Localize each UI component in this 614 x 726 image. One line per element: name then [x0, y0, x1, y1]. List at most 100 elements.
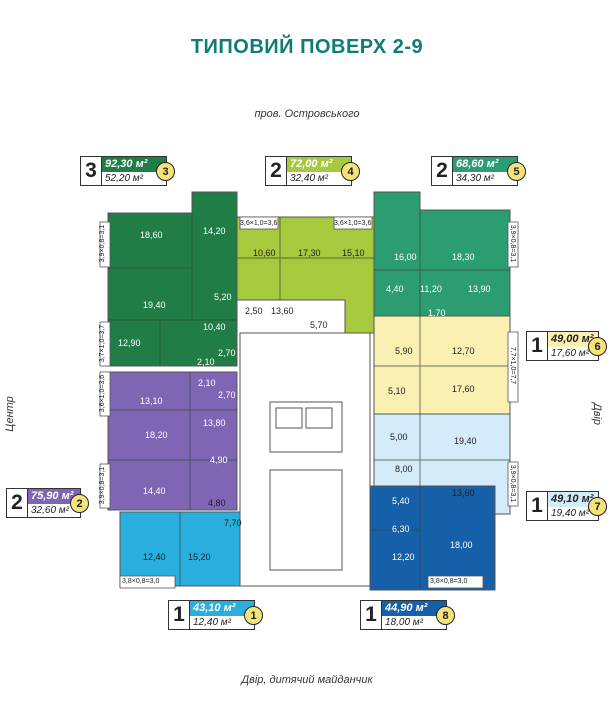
- room-area: 19,40: [454, 436, 477, 446]
- room-area: 2,70: [218, 390, 236, 400]
- room-area: 15,20: [188, 552, 211, 562]
- apartment-number: 8: [436, 606, 455, 625]
- room-count: 1: [360, 600, 382, 630]
- apartment-badge-2[interactable]: 2 75,90 м² 32,60 м² 2: [6, 488, 89, 518]
- balcony-label: 3,6×1,0=3,6: [99, 374, 107, 413]
- apartment-badge-4[interactable]: 2 72,00 м² 32,40 м² 4: [265, 156, 360, 186]
- room-area: 18,20: [145, 430, 168, 440]
- balcony-label: 3,9×0,8=3,1: [99, 224, 107, 263]
- living-area: 17,60 м²: [551, 348, 589, 359]
- room-area: 10,40: [203, 322, 226, 332]
- room-area: 13,10: [140, 396, 163, 406]
- room-count: 3: [80, 156, 102, 186]
- page-title: ТИПОВИЙ ПОВЕРХ 2-9: [190, 36, 424, 58]
- apartment-badge-8[interactable]: 1 44,90 м² 18,00 м² 8: [360, 600, 455, 630]
- room-count: 1: [526, 491, 548, 521]
- balcony-label: 7,7×1,0=7,7: [509, 346, 517, 385]
- room-area: 5,00: [390, 432, 408, 442]
- room-area: 5,20: [214, 292, 232, 302]
- total-area: 49,10 м²: [548, 492, 598, 507]
- room-area: 13,90: [468, 284, 491, 294]
- room-area: 5,10: [388, 386, 406, 396]
- room-count: 2: [6, 488, 28, 518]
- apartment-number: 1: [244, 606, 263, 625]
- room-area: 8,00: [395, 464, 413, 474]
- room-area: 1,70: [428, 308, 446, 318]
- room-area: 5,90: [395, 346, 413, 356]
- balcony-label: 3,6×1,0=3,6: [334, 220, 372, 227]
- apartment-badge-6[interactable]: 1 49,00 м² 17,60 м² 6: [526, 331, 607, 361]
- living-area: 18,00 м²: [385, 617, 423, 628]
- street-label-bottom: Двір, дитячий майданчик: [241, 674, 373, 686]
- room-area: 18,30: [452, 252, 475, 262]
- room-area: 11,20: [420, 284, 442, 294]
- total-area: 72,00 м²: [287, 157, 351, 172]
- room-count: 1: [168, 600, 190, 630]
- living-area: 34,30 м²: [456, 173, 494, 184]
- room-area: 12,40: [143, 552, 166, 562]
- room-area: 12,20: [392, 552, 415, 562]
- balcony-label: 3,8×0,8=3,0: [122, 578, 160, 585]
- room-area: 18,60: [140, 230, 163, 240]
- room-area: 10,60: [253, 248, 276, 258]
- street-label-top: пров. Островського: [254, 108, 360, 120]
- total-area: 44,90 м²: [382, 601, 446, 616]
- room-area: 17,30: [298, 248, 321, 258]
- apartment-badge-7[interactable]: 1 49,10 м² 19,40 м² 7: [526, 491, 607, 521]
- room-area: 4,80: [208, 498, 226, 508]
- room-count: 2: [431, 156, 453, 186]
- living-area: 52,20 м²: [105, 173, 143, 184]
- room-area: 4,90: [210, 455, 228, 465]
- apartment-badge-5[interactable]: 2 68,60 м² 34,30 м² 5: [431, 156, 526, 186]
- living-area: 32,40 м²: [290, 173, 328, 184]
- apartment-number: 5: [507, 162, 526, 181]
- room-area: 14,20: [203, 226, 226, 236]
- room-area: 19,40: [143, 300, 166, 310]
- room-area: 12,70: [452, 346, 475, 356]
- room-area: 4,40: [386, 284, 404, 294]
- balcony-label: 3,9×0,8=3,1: [509, 224, 517, 263]
- room-area: 2,50: [245, 306, 263, 316]
- room-area: 18,00: [450, 540, 473, 550]
- room-area: 7,70: [224, 518, 242, 528]
- apartment-number: 4: [341, 162, 360, 181]
- apartment-number: 3: [156, 162, 175, 181]
- room-area: 14,40: [143, 486, 166, 496]
- living-area: 19,40 м²: [551, 508, 589, 519]
- apartment-badge-1[interactable]: 1 43,10 м² 12,40 м² 1: [168, 600, 263, 630]
- living-area: 12,40 м²: [193, 617, 231, 628]
- total-area: 92,30 м²: [102, 157, 166, 172]
- living-area: 32,60 м²: [31, 505, 69, 516]
- room-count: 1: [526, 331, 548, 361]
- room-area: 15,10: [342, 248, 365, 258]
- balcony-label: 3,9×0,8=3,1: [509, 464, 517, 503]
- balcony-label: 3,9×0,8=3,1: [99, 466, 107, 505]
- room-area: 17,60: [452, 384, 475, 394]
- total-area: 75,90 м²: [28, 489, 80, 504]
- room-area: 6,30: [392, 524, 410, 534]
- room-area: 5,40: [392, 496, 410, 506]
- room-area: 16,00: [394, 252, 417, 262]
- room-area: 13,60: [452, 488, 475, 498]
- room-area: 2,10: [197, 357, 215, 367]
- room-area: 2,70: [218, 348, 236, 358]
- apartment-number: 2: [70, 494, 89, 513]
- total-area: 68,60 м²: [453, 157, 517, 172]
- balcony-label: 3,7×1,0=3,7: [99, 324, 107, 363]
- room-area: 13,80: [203, 418, 226, 428]
- apartment-number: 7: [588, 497, 607, 516]
- room-area: 2,10: [198, 378, 216, 388]
- balcony-label: 3,6×1,0=3,6: [240, 220, 278, 227]
- total-area: 49,00 м²: [548, 332, 598, 347]
- room-area: 12,90: [118, 338, 141, 348]
- total-area: 43,10 м²: [190, 601, 254, 616]
- room-count: 2: [265, 156, 287, 186]
- room-area: 13,60: [271, 306, 294, 316]
- apartment-badge-3[interactable]: 3 92,30 м² 52,20 м² 3: [80, 156, 175, 186]
- room-area: 5,70: [310, 320, 328, 330]
- apartment-number: 6: [588, 337, 607, 356]
- balcony-label: 3,8×0,8=3,0: [430, 578, 468, 585]
